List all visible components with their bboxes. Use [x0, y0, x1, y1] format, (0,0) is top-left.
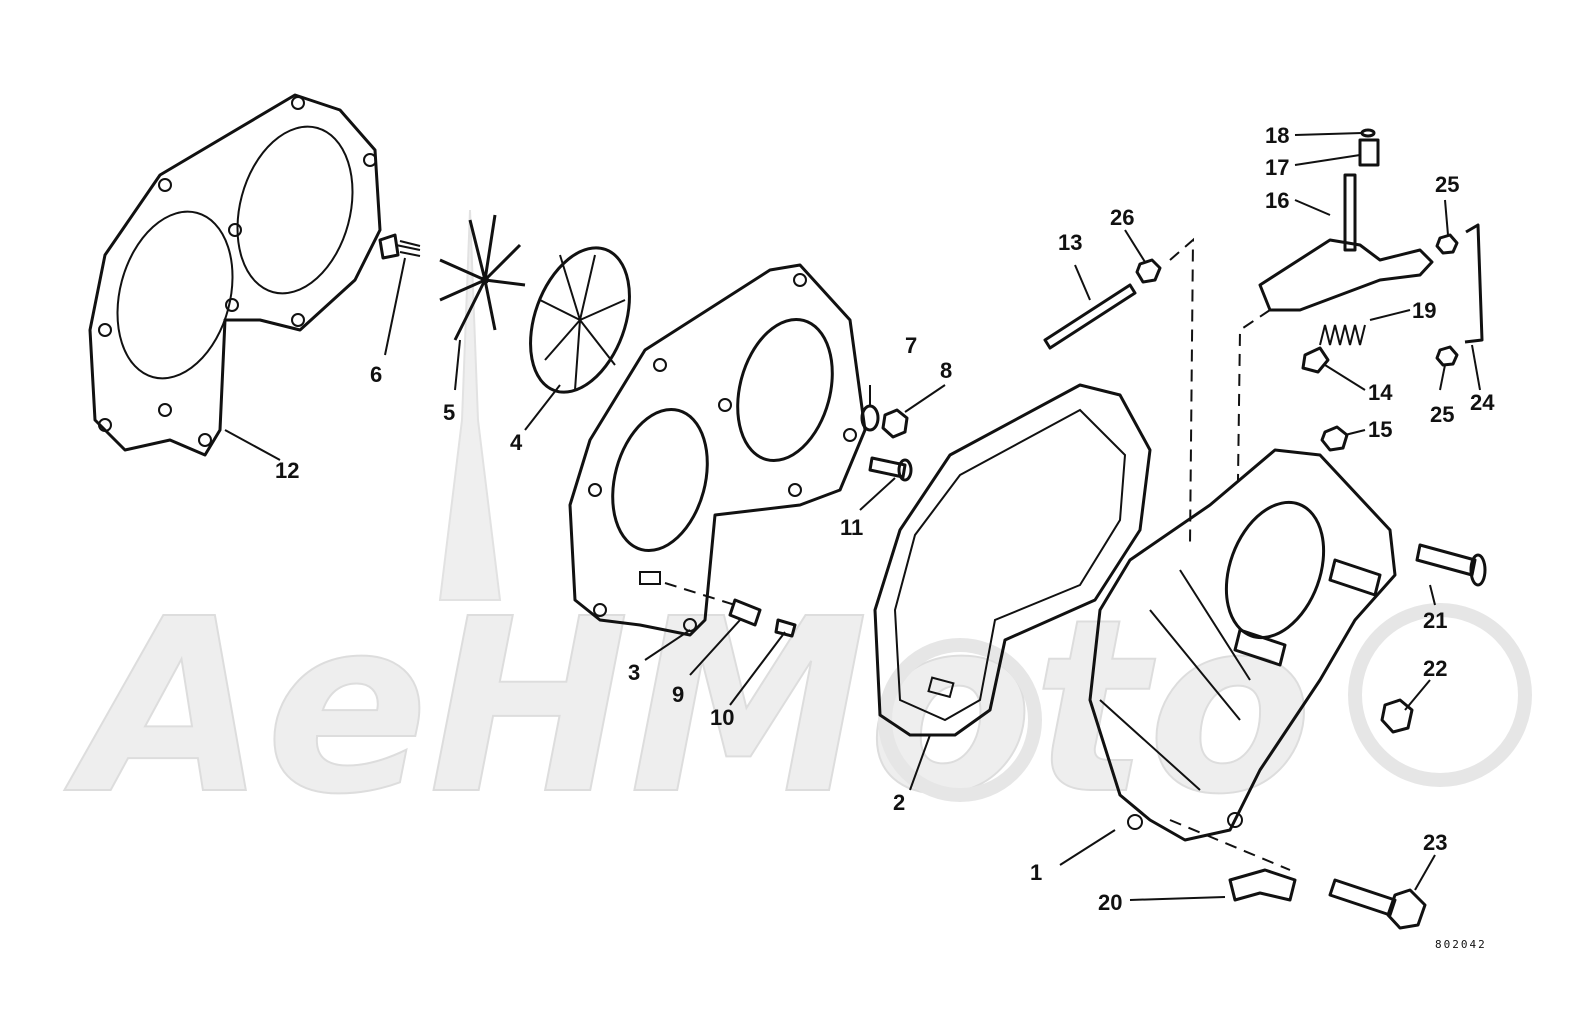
- callout-3: 3: [628, 660, 640, 685]
- callout-10: 10: [710, 705, 734, 730]
- callout-6: 6: [370, 362, 382, 387]
- nut-26: [1135, 258, 1162, 284]
- leader-lines: [224, 132, 1481, 901]
- callout-20: 20: [1098, 890, 1122, 915]
- callout-16: 16: [1265, 188, 1289, 213]
- callout-25-top: 25: [1435, 172, 1459, 197]
- nut-25a: [1435, 233, 1459, 255]
- callouts: 1 2 3 4 5 6 7 8 9 10 11 12 13 14 15 16 1…: [275, 123, 1495, 915]
- screw-10: [774, 618, 797, 638]
- screw-6: [378, 233, 421, 260]
- bolt-23: [1328, 878, 1427, 930]
- gasket-12: [88, 93, 382, 457]
- nut-15: [1320, 425, 1349, 452]
- callout-22: 22: [1423, 656, 1447, 681]
- washer-7: [860, 404, 880, 432]
- callout-11: 11: [840, 515, 863, 540]
- callout-21: 21: [1423, 608, 1447, 633]
- callout-1: 1: [1030, 860, 1042, 885]
- wheel-icon: [1348, 603, 1532, 787]
- plate-3: [568, 263, 867, 637]
- nut-8: [881, 408, 909, 439]
- callout-26: 26: [1110, 205, 1134, 230]
- valve-star-5: [439, 214, 526, 341]
- screw-21: [1415, 543, 1487, 587]
- valve-disc-4: [529, 246, 631, 394]
- bracket-16: [1258, 173, 1434, 312]
- housing-1: [1088, 448, 1397, 842]
- clamp-20: [1228, 868, 1297, 902]
- washer-18: [1360, 128, 1376, 138]
- callout-8: 8: [940, 358, 952, 383]
- screw-11: [868, 456, 913, 482]
- link-rod-24: [1464, 223, 1484, 344]
- callout-17: 17: [1265, 155, 1289, 180]
- callout-2: 2: [893, 790, 905, 815]
- callout-4: 4: [510, 430, 523, 455]
- spacer-17: [1358, 138, 1380, 167]
- callout-13: 13: [1058, 230, 1082, 255]
- nut-25b: [1435, 345, 1459, 367]
- spring-19: [1319, 324, 1366, 346]
- callout-7: 7: [905, 333, 917, 358]
- pin-9: [664, 582, 762, 627]
- leader-dashed: [1169, 237, 1195, 546]
- watermark-text: AeHMoto: [64, 567, 1313, 847]
- gasket-2: [873, 383, 1152, 737]
- leader-dashed: [1169, 819, 1291, 871]
- nut-22: [1380, 698, 1414, 734]
- callout-9: 9: [672, 682, 684, 707]
- callout-18: 18: [1265, 123, 1289, 148]
- callout-23: 23: [1423, 830, 1447, 855]
- drawing-code: 802042: [1435, 938, 1487, 951]
- callout-12: 12: [275, 458, 299, 483]
- watermark: AeHMoto: [63, 209, 1532, 848]
- callout-25-bottom: 25: [1430, 402, 1454, 427]
- leader-dashed: [1237, 309, 1271, 481]
- stud-13: [1043, 283, 1137, 350]
- callout-15: 15: [1368, 417, 1392, 442]
- callout-19: 19: [1412, 298, 1436, 323]
- bushing-14: [1301, 346, 1330, 374]
- callout-14: 14: [1368, 380, 1393, 405]
- callout-24: 24: [1470, 390, 1495, 415]
- callout-5: 5: [443, 400, 455, 425]
